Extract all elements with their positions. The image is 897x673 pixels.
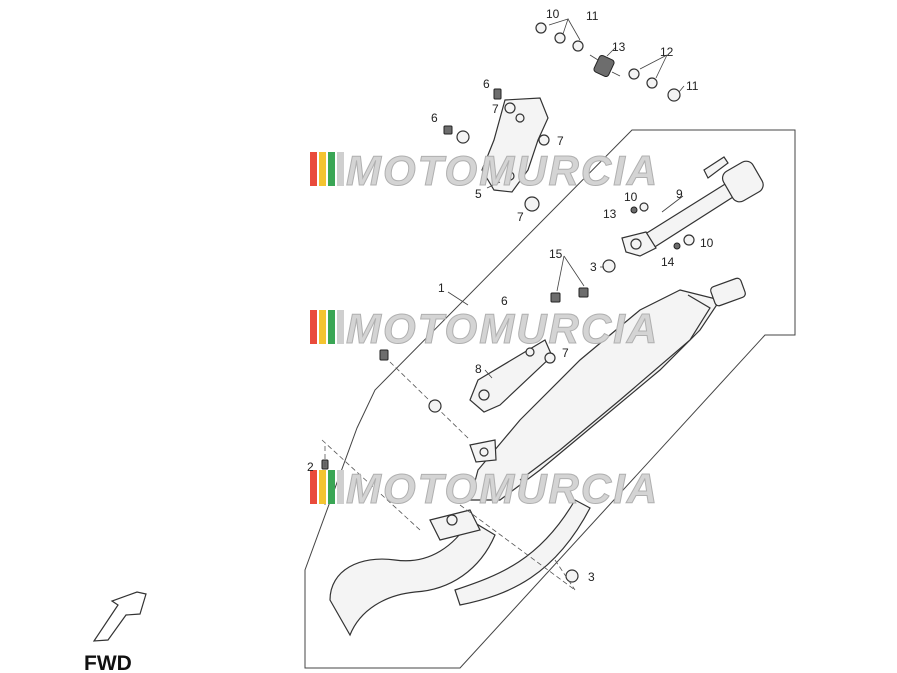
callout-13: 14 [661,255,675,269]
nut-10-top-left [535,22,547,34]
svg-text:MOTOMURCIA: MOTOMURCIA [346,305,659,352]
mounting-bracket-8 [469,339,556,413]
callout-10: 10 [700,236,714,250]
callout-3: 3 [588,570,595,584]
callout-13: 13 [603,207,617,221]
callout-6: 6 [483,77,490,91]
svg-text:MOTOMURCIA: MOTOMURCIA [346,465,659,512]
watermark-bottom: MOTOMURCIA [310,465,659,513]
exhaust-header-pipe [329,499,591,637]
callout-5: 5 [475,187,482,201]
callout-6: 6 [431,111,438,125]
callout-8: 8 [475,362,482,376]
fwd-label: FWD [84,652,132,673]
callout-10: 11 [686,79,699,93]
callout-3: 3 [590,260,597,274]
callout-7: 7 [492,102,499,116]
callout-11: 12 [660,45,674,59]
callout-9: 9 [676,187,683,201]
assembly-frame [304,129,796,669]
lower-hardware [321,349,579,591]
callout-10: 10 [624,190,638,204]
callout-6: 6 [501,294,508,308]
rubber-damper-12 [589,54,621,78]
tailpipe-9 [600,156,764,273]
callout-12: 13 [612,40,626,54]
callout-14: 15 [549,247,563,261]
callout-11: 11 [586,9,599,23]
callout-1: 1 [438,281,445,295]
watermark-top: MOTOMURCIA [310,147,659,195]
callout-7: 7 [557,134,564,148]
watermark-middle: MOTOMURCIA [310,305,659,353]
washer-11-top-b [572,40,584,52]
nut-10-top-right [667,88,681,102]
callout-7: 7 [517,210,524,224]
bolts-14 [550,255,589,303]
washer-11-top-a [554,32,566,44]
mounting-bracket-5 [443,88,550,212]
callout-2: 2 [307,460,314,474]
washer-11-right-b [646,77,658,89]
forward-arrow-icon [92,591,147,642]
svg-text:MOTOMURCIA: MOTOMURCIA [346,147,659,194]
washer-11-right-a [628,68,640,80]
callout-7: 7 [562,346,569,360]
callout-10: 10 [546,7,560,21]
silencer-body-1 [469,277,746,501]
callout-labels: 10 11 13 12 11 6 7 6 7 5 7 9 10 13 10 14… [307,7,714,584]
forward-direction-indicator: FWD [84,591,147,673]
top-hardware-group [535,18,685,102]
